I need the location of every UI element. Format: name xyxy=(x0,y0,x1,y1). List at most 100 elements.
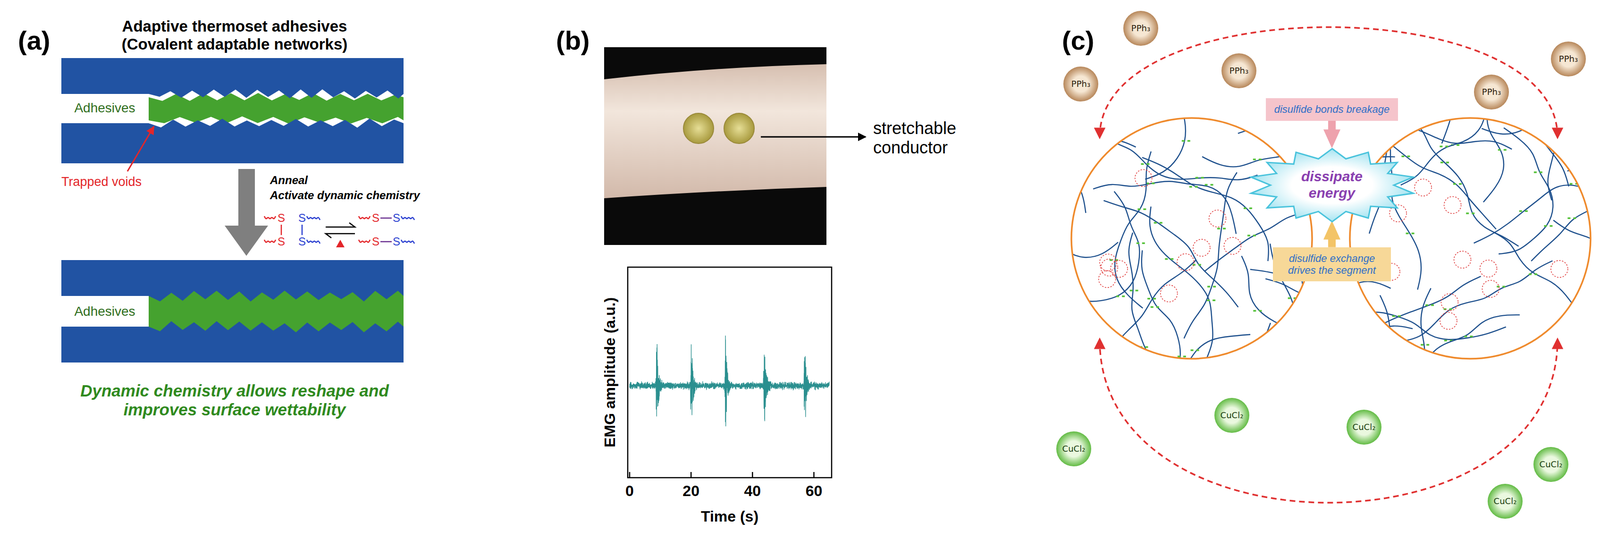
disulfide-mark xyxy=(1572,310,1582,312)
polymer-chain xyxy=(1237,84,1405,134)
node-text: PPh₃ xyxy=(1071,79,1091,90)
atom-label: S xyxy=(298,211,306,225)
reagent-circle: CuCl₂ xyxy=(1487,483,1524,520)
disulfide-mark xyxy=(1243,207,1253,210)
disulfide-mark xyxy=(1406,400,1415,403)
reagent-circle: PPh₃ xyxy=(1062,66,1099,102)
star-shape xyxy=(1250,148,1414,222)
cycle-arrow xyxy=(1099,339,1558,503)
polymer-chain xyxy=(1019,139,1137,245)
disulfide-mark xyxy=(1253,310,1262,312)
reagent-shape xyxy=(1221,53,1257,89)
callout-label: Trapped voids xyxy=(61,174,142,190)
network-boundary xyxy=(1349,117,1591,359)
energy-star: dissipate energy xyxy=(1247,147,1417,223)
crosslink-marker xyxy=(1100,259,1118,277)
caption-note: Dynamic chemistry allows reshape and imp… xyxy=(71,381,398,420)
node-text: CuCl₂ xyxy=(1220,410,1244,421)
disulfide-mark xyxy=(1316,231,1326,234)
reagent-circle: CuCl₂ xyxy=(1346,409,1382,446)
node-text: PPh₃ xyxy=(1131,23,1151,34)
panel-label: (b) xyxy=(555,25,590,56)
disulfide-mark xyxy=(1372,298,1382,301)
reagent-circle: PPh₃ xyxy=(1122,10,1159,47)
disulfide-mark xyxy=(1300,364,1309,367)
disulfide-mark xyxy=(1137,208,1146,211)
reagent-shape xyxy=(1063,66,1099,102)
atom-label: S xyxy=(371,211,380,225)
disulfide-mark xyxy=(1301,353,1310,356)
disulfide-mark xyxy=(1116,295,1125,298)
disulfide-mark xyxy=(1562,84,1572,86)
emg-signal xyxy=(629,335,830,427)
disulfide-mark xyxy=(1424,32,1434,34)
disulfide-mark xyxy=(1408,407,1417,410)
disulfide-mark xyxy=(1033,188,1043,191)
polymer-chain xyxy=(1093,181,1237,234)
polymer-chain xyxy=(1081,260,1196,388)
disulfide-mark xyxy=(1207,285,1216,288)
adhesive-layer xyxy=(148,92,404,124)
crosslink-marker xyxy=(1223,237,1241,255)
disulfide-mark xyxy=(1189,185,1198,188)
polymer-chain xyxy=(1141,250,1181,410)
polymer-network xyxy=(1019,42,1432,478)
disulfide-mark xyxy=(1303,281,1313,284)
tick-mark xyxy=(813,471,815,478)
disulfide-mark xyxy=(1247,234,1256,237)
atom-label: S xyxy=(371,235,380,249)
crosslink-marker xyxy=(1454,251,1472,269)
disulfide-mark xyxy=(1206,299,1216,302)
polymer-chain xyxy=(1103,200,1238,308)
polymer-chain xyxy=(1149,206,1213,359)
reagent-shape xyxy=(1550,41,1586,77)
polymer-chain xyxy=(1481,7,1549,135)
polymer-chain xyxy=(1275,326,1413,412)
callout-label: stretchable conductor xyxy=(873,118,977,158)
disulfide-mark xyxy=(1352,337,1361,340)
panel-title: Adaptive thermoset adhesives xyxy=(122,17,348,36)
disulfide-mark xyxy=(1305,337,1314,340)
node-text: dissipate energy xyxy=(1291,168,1373,202)
reagent-shape xyxy=(1473,74,1509,110)
disulfide-mark xyxy=(1567,217,1576,220)
crosslink-marker xyxy=(1160,285,1178,303)
polymer-chain xyxy=(306,216,320,220)
disulfide-mark xyxy=(1370,326,1380,329)
disulfide-mark xyxy=(1498,149,1507,152)
tick-label: 0 xyxy=(625,482,634,500)
disulfide-mark xyxy=(1058,158,1068,161)
tick-label: 60 xyxy=(805,482,823,500)
disulfide-mark xyxy=(1031,109,1040,112)
disulfide-mark xyxy=(1204,184,1214,186)
panel-a-illustration xyxy=(61,58,415,363)
panel-b-illustration xyxy=(604,47,866,478)
polymer-chain xyxy=(1128,232,1172,397)
process-box: disulfide exchange drives the segment xyxy=(1272,247,1391,282)
disulfide-mark xyxy=(1482,112,1491,115)
node-text: PPh₃ xyxy=(1229,66,1249,76)
polymer-chain xyxy=(306,239,320,244)
disulfide-mark xyxy=(1309,143,1319,146)
polymer-chain xyxy=(1344,126,1512,150)
panel-label: (a) xyxy=(17,25,51,56)
node-text: PPh₃ xyxy=(1558,54,1578,65)
disulfide-mark xyxy=(1147,386,1156,389)
electrode xyxy=(724,113,755,144)
disulfide-mark xyxy=(1110,343,1119,346)
disulfide-mark xyxy=(1253,158,1262,161)
reagent-circle: CuCl₂ xyxy=(1532,446,1569,483)
disulfide-mark xyxy=(1244,426,1254,429)
axis-title: Time (s) xyxy=(700,507,759,526)
reagent-shape xyxy=(1214,397,1250,433)
polymer-chain xyxy=(1117,334,1251,436)
axis-title: EMG amplitude (a.u.) xyxy=(601,297,619,448)
disulfide-mark xyxy=(1177,81,1186,84)
disulfide-mark xyxy=(1190,349,1200,352)
crosslink-marker xyxy=(1099,253,1117,271)
reagent-shape xyxy=(1487,483,1523,519)
crosslink-marker xyxy=(1440,293,1458,311)
tick-label: 20 xyxy=(682,482,700,500)
disulfide-mark xyxy=(1145,182,1155,185)
reagent-shape xyxy=(1123,10,1159,46)
